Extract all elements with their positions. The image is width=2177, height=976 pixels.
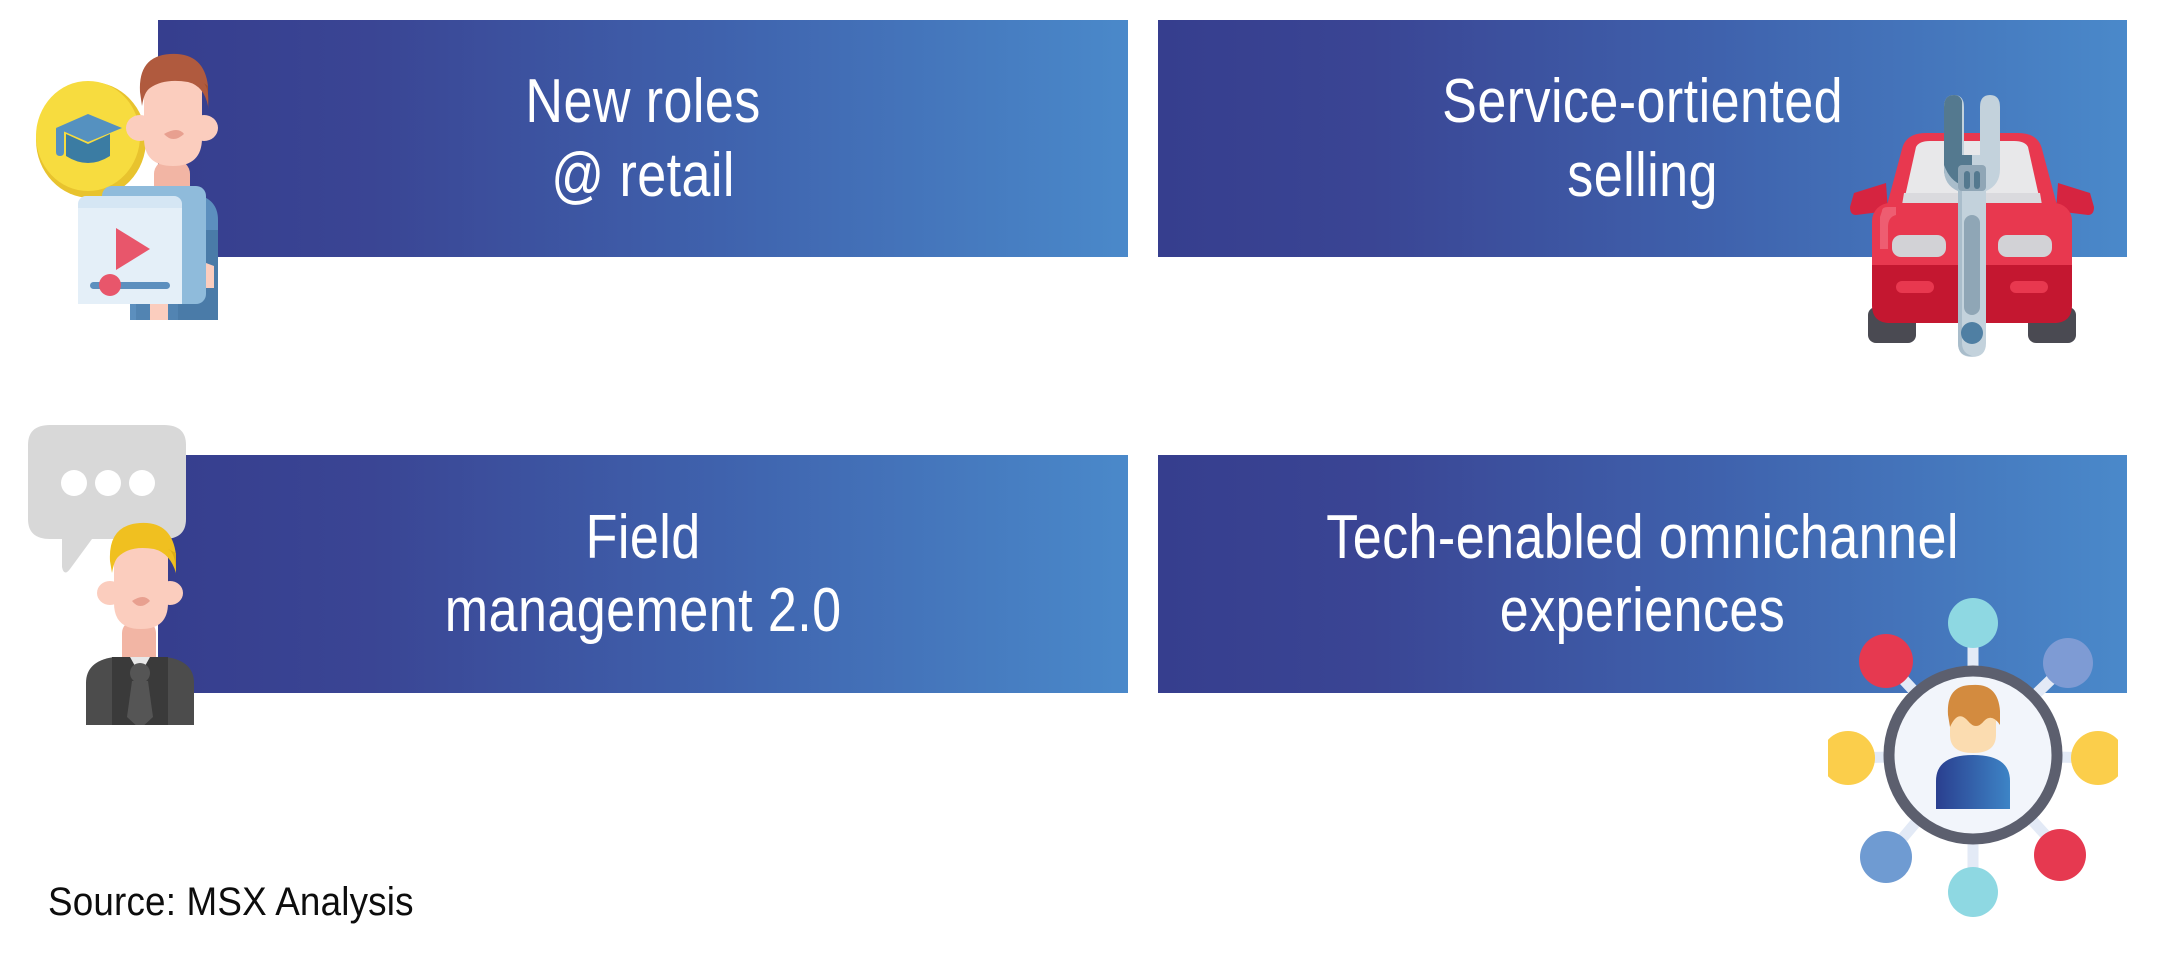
- node-cyan-bottom: [1948, 867, 1998, 917]
- node-red-topleft: [1859, 634, 1913, 688]
- banner-field-management[interactable]: Field management 2.0: [158, 455, 1128, 693]
- banner-tech-enabled-omnichannel[interactable]: Tech-enabled omnichannel experiences: [1158, 455, 2127, 693]
- graduation-badge-icon: [36, 81, 146, 198]
- banner-field-management-label: Field management 2.0: [444, 502, 842, 645]
- omnichannel-network-icon: [1828, 595, 2118, 925]
- node-yellow-left: [1828, 731, 1875, 785]
- elearning-icon: [18, 30, 308, 320]
- banner-new-roles-label: New roles @ retail: [525, 67, 761, 210]
- node-cyan-top: [1948, 598, 1998, 648]
- field-manager-icon: [18, 425, 308, 725]
- banner-service-oriented-selling-label: Service-ortiented selling: [1442, 67, 1843, 210]
- customer-avatar-circle: [1883, 665, 2063, 845]
- node-red-bottomright: [2034, 829, 2086, 881]
- node-periwinkle-topright: [2043, 638, 2093, 688]
- manager-avatar: [86, 522, 194, 725]
- source-label: Source: MSX Analysis: [48, 880, 414, 924]
- node-yellow-right: [2071, 731, 2118, 785]
- banner-tech-enabled-omnichannel-label: Tech-enabled omnichannel experiences: [1326, 502, 1959, 645]
- node-blue-bottomleft: [1860, 831, 1912, 883]
- network-nodes: [1828, 598, 2118, 917]
- wrench-icon: [1944, 95, 2000, 357]
- car-repair-icon: [1840, 85, 2105, 365]
- video-tablet-icon: [78, 186, 206, 304]
- banner-new-roles[interactable]: New roles @ retail: [158, 20, 1128, 257]
